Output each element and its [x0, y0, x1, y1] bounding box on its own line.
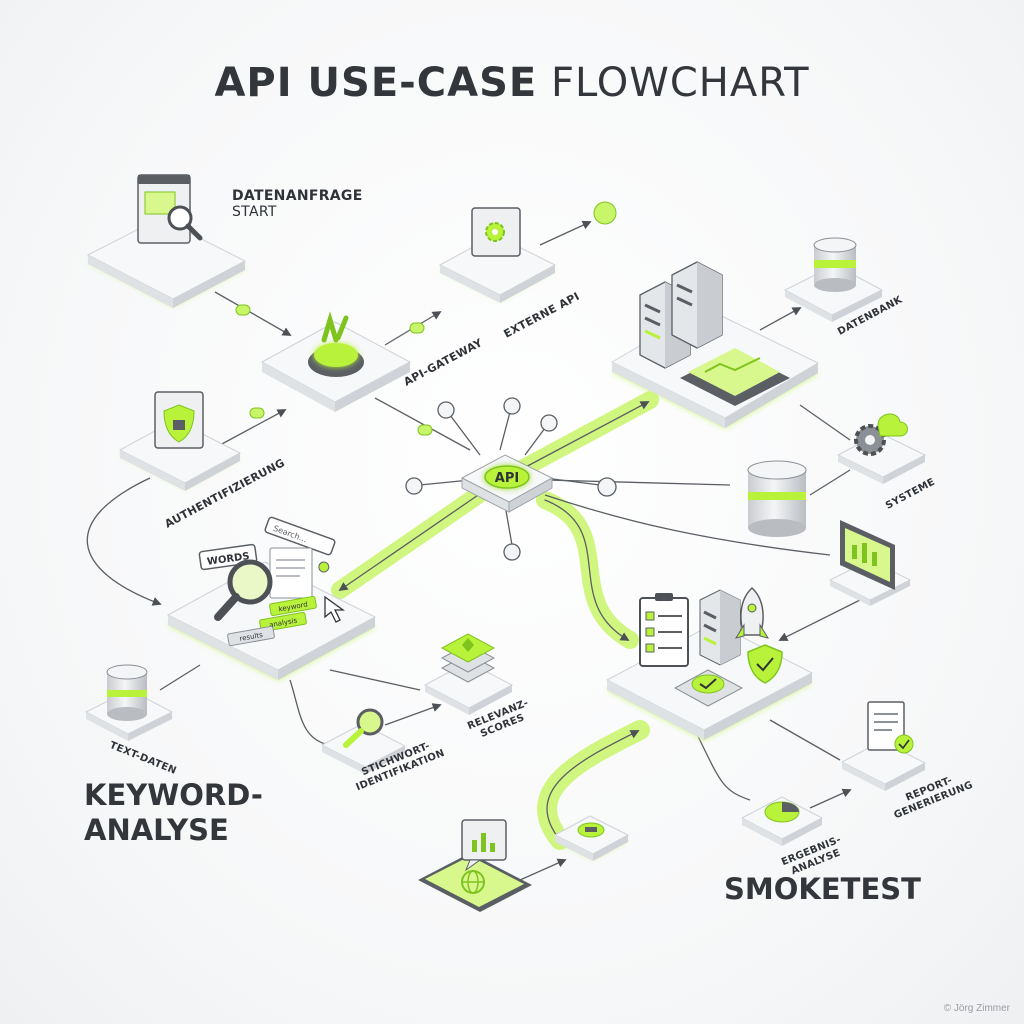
cpu-chip-icon — [577, 822, 605, 838]
line-auth-gateway — [219, 409, 287, 446]
highlight-paths — [331, 391, 659, 850]
title-regular: FLOWCHART — [550, 60, 810, 106]
node-database-cylinder[interactable] — [747, 460, 807, 537]
line-keyword-keywordid — [289, 679, 331, 746]
document-icon — [269, 547, 313, 599]
laptop-chart-icon — [680, 348, 790, 406]
database-icon — [813, 237, 857, 292]
check-badge-icon — [673, 669, 744, 707]
pie-chart-icon — [764, 801, 800, 823]
node-tablet[interactable] — [418, 819, 532, 912]
line-hub-monitor — [544, 494, 831, 556]
page-title: API USE-CASE FLOWCHART — [0, 60, 1024, 106]
line-result-report — [809, 788, 852, 809]
shield-check-icon — [747, 644, 783, 684]
report-document-icon — [867, 701, 914, 754]
node-report-generierung[interactable] — [840, 701, 927, 791]
section-keyword-analyse: KEYWORD- ANALYSE — [84, 778, 263, 847]
rocket-icon — [734, 586, 770, 639]
line-gateway-hub — [374, 397, 471, 451]
line-keywordid-relevance — [384, 703, 442, 726]
node-monitor[interactable] — [828, 520, 912, 606]
node-relevanz-scores[interactable] — [423, 633, 514, 715]
line-start-gateway — [214, 291, 292, 336]
checklist-icon — [639, 593, 689, 667]
server-rack-icon — [639, 261, 723, 369]
line-tablet-cpu — [519, 858, 567, 881]
database-icon-text — [106, 664, 148, 721]
node-stichwort-identifikation[interactable] — [320, 708, 407, 774]
gears-cloud-icon — [854, 413, 908, 456]
api-hub[interactable]: API — [405, 397, 617, 561]
magnifier-small-icon — [343, 708, 384, 748]
line-keyword-textdata — [159, 664, 201, 691]
chat-chart-icon — [461, 819, 507, 872]
node-datenbank[interactable] — [783, 237, 884, 322]
magnifier-icon — [214, 559, 273, 621]
hub-label: API — [495, 471, 519, 486]
line-cylinder-systems — [809, 469, 851, 496]
line-server-database — [759, 307, 802, 331]
node-authentifizierung[interactable] — [118, 391, 242, 491]
server-icon-smoke — [699, 589, 741, 666]
node-ergebnis-analyse[interactable] — [740, 796, 824, 846]
line-external-dot — [539, 220, 592, 246]
copyright-notice: © Jörg Zimmer — [943, 1003, 1010, 1014]
line-hub-cylinder — [544, 479, 731, 486]
cursor-icon — [324, 595, 346, 623]
node-api-gateway[interactable] — [260, 311, 412, 412]
node-text-daten[interactable] — [84, 664, 174, 741]
line-smoketest-report — [769, 719, 841, 761]
line-keyword-relevance — [329, 669, 421, 691]
title-bold: API USE-CASE — [214, 60, 538, 106]
node-processor[interactable] — [553, 815, 630, 861]
connector-lines — [86, 220, 861, 881]
power-button-icon — [308, 311, 364, 377]
gear-screen-icon — [471, 207, 521, 257]
node-smoketest[interactable] — [605, 586, 814, 740]
section-smoketest: SMOKETEST — [724, 872, 921, 906]
node-keyword-analysis[interactable]: WORDS Search... keyword analysis results — [166, 516, 377, 680]
search-window-icon — [137, 174, 203, 244]
layer-stack-icon — [440, 633, 496, 683]
flow-hub-to-smoketest — [536, 491, 639, 649]
node-systeme[interactable] — [836, 413, 927, 484]
node-externe-api[interactable] — [438, 207, 557, 303]
node-datenanfrage-start[interactable] — [86, 174, 247, 308]
label-datenanfrage: DATENANFRAGE START — [232, 188, 363, 221]
hub-spokes — [405, 397, 617, 561]
monitor-chart-icon — [840, 520, 895, 590]
line-server-systems — [799, 404, 851, 441]
line-monitor-smoketest — [778, 599, 861, 641]
shield-lock-icon — [154, 391, 204, 449]
line-auth-keyword — [86, 477, 162, 606]
node-server-cluster[interactable] — [610, 261, 820, 428]
keyword-tags: keyword analysis results — [227, 595, 317, 647]
connector-capsules — [235, 201, 617, 436]
line-smoketest-result — [689, 719, 751, 801]
